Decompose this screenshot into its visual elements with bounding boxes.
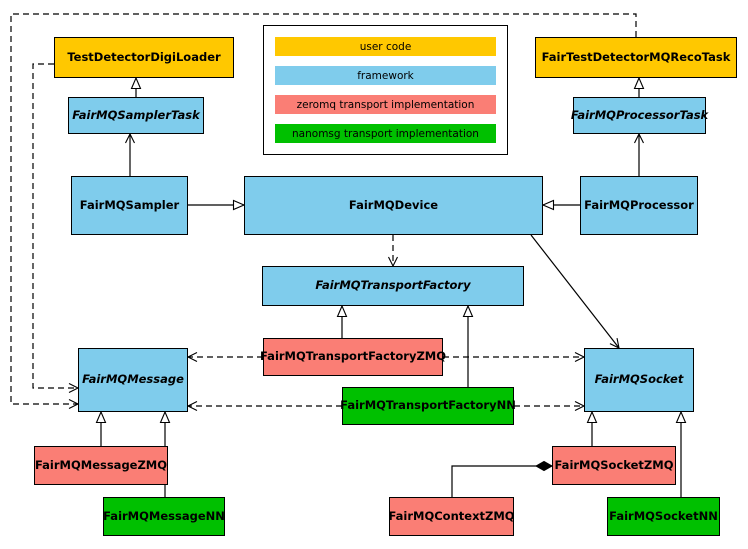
legend-label: nanomsg transport implementation [292,127,479,140]
class-label: FairMQSampler [79,197,180,212]
class-box-fairmqdevice[interactable]: FairMQDevice [244,176,543,235]
legend-item-user-code: user code [275,37,496,56]
class-label: FairMQSocket [594,372,684,387]
class-box-fairmqsocket[interactable]: FairMQSocket [584,348,694,412]
class-label: FairMQTransportFactory [315,278,471,293]
class-label: TestDetectorDigiLoader [67,49,221,64]
edge-contextzmq-socketzmq [451,460,554,497]
class-label: FairMQSocketZMQ [554,457,674,472]
class-box-fairmqtransportfactorynn[interactable]: FairMQTransportFactoryNN [340,387,516,425]
legend-label: framework [357,69,414,82]
class-box-fairtestdetectormqrecotask[interactable]: FairTestDetectorMQRecoTask [535,37,737,78]
class-box-fairmqprocessor[interactable]: FairMQProcessor [580,176,698,235]
class-label: FairMQMessageNN [103,508,225,523]
class-box-fairmqtransportfactory[interactable]: FairMQTransportFactory [262,266,524,306]
legend-item-framework: framework [275,66,496,85]
class-label: FairMQProcessorTask [570,107,709,122]
class-box-fairmqsocketzmq[interactable]: FairMQSocketZMQ [552,446,676,485]
class-label: FairMQProcessor [584,197,694,212]
class-box-fairmqsocketnn[interactable]: FairMQSocketNN [607,497,720,536]
class-label: FairMQContextZMQ [388,508,515,523]
class-box-fairmqprocessortask[interactable]: FairMQProcessorTask [570,97,709,134]
class-box-fairmqmessagezmq[interactable]: FairMQMessageZMQ [34,446,168,485]
class-box-fairmqsampler[interactable]: FairMQSampler [71,176,188,235]
legend-label: user code [359,40,412,53]
legend-panel: user code framework zeromq transport imp… [263,25,508,155]
class-label: FairMQMessageZMQ [34,457,168,472]
class-box-testdetectordigiloader[interactable]: TestDetectorDigiLoader [54,37,234,78]
class-label: FairMQDevice [348,197,439,212]
legend-item-zeromq-transport: zeromq transport implementation [275,95,496,114]
class-box-fairmqsamplertask[interactable]: FairMQSamplerTask [68,97,204,134]
class-label: FairMQSocketNN [609,508,718,523]
legend-item-nanomsg-transport: nanomsg transport implementation [275,124,496,143]
class-box-fairmqtransportfactoryzmq[interactable]: FairMQTransportFactoryZMQ [260,338,447,376]
class-box-fairmqmessagenn[interactable]: FairMQMessageNN [103,497,225,536]
class-box-fairmqcontextzmq[interactable]: FairMQContextZMQ [388,497,515,536]
class-label: FairMQMessage [82,372,184,387]
class-box-fairmqmessage[interactable]: FairMQMessage [78,348,188,412]
class-label: FairMQTransportFactoryZMQ [260,349,447,364]
class-label: FairTestDetectorMQRecoTask [541,49,731,64]
class-label: FairMQTransportFactoryNN [340,398,516,413]
class-label: FairMQSamplerTask [72,107,200,122]
legend-label: zeromq transport implementation [296,98,475,111]
edge-device-socket [530,234,620,349]
